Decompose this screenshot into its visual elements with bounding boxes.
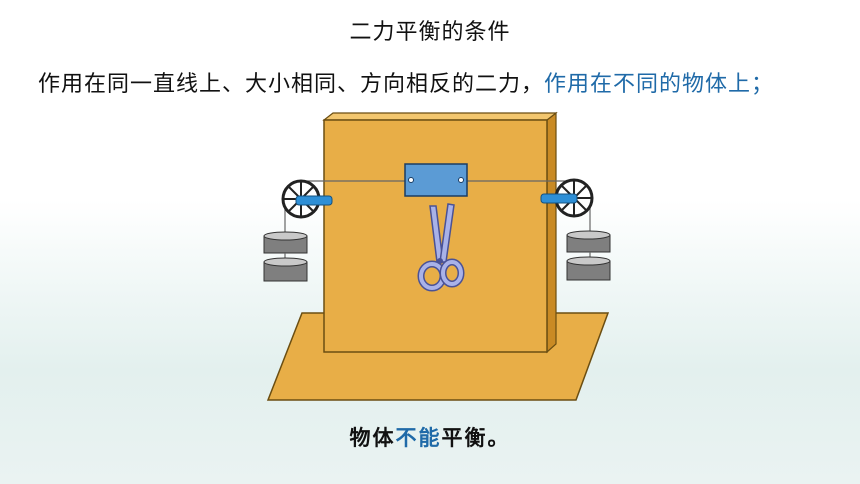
condition-statement: 作用在同一直线上、大小相同、方向相反的二力，作用在不同的物体上； bbox=[38, 66, 774, 98]
weight-icon-left-upper bbox=[263, 231, 308, 254]
caption-subject: 物体 bbox=[349, 426, 396, 450]
weight-icon-right-lower bbox=[566, 256, 611, 281]
scissors-icon bbox=[417, 203, 465, 292]
clamp-right bbox=[540, 193, 578, 204]
card-icon bbox=[404, 163, 468, 197]
statement-highlight: 作用在不同的物体上； bbox=[544, 72, 775, 97]
result-caption: 物体不能平衡。 bbox=[0, 422, 860, 452]
weight-icon-right-upper bbox=[566, 230, 611, 253]
statement-main: 作用在同一直线上、大小相同、方向相反的二力， bbox=[38, 72, 545, 97]
caption-rest: 平衡。 bbox=[441, 426, 511, 450]
board-side bbox=[546, 111, 557, 354]
caption-highlight: 不能 bbox=[395, 426, 442, 450]
weight-icon-left-lower bbox=[263, 257, 308, 282]
board-top bbox=[322, 112, 558, 121]
slide-title: 二力平衡的条件 bbox=[349, 20, 511, 45]
clamp-left bbox=[295, 195, 333, 206]
